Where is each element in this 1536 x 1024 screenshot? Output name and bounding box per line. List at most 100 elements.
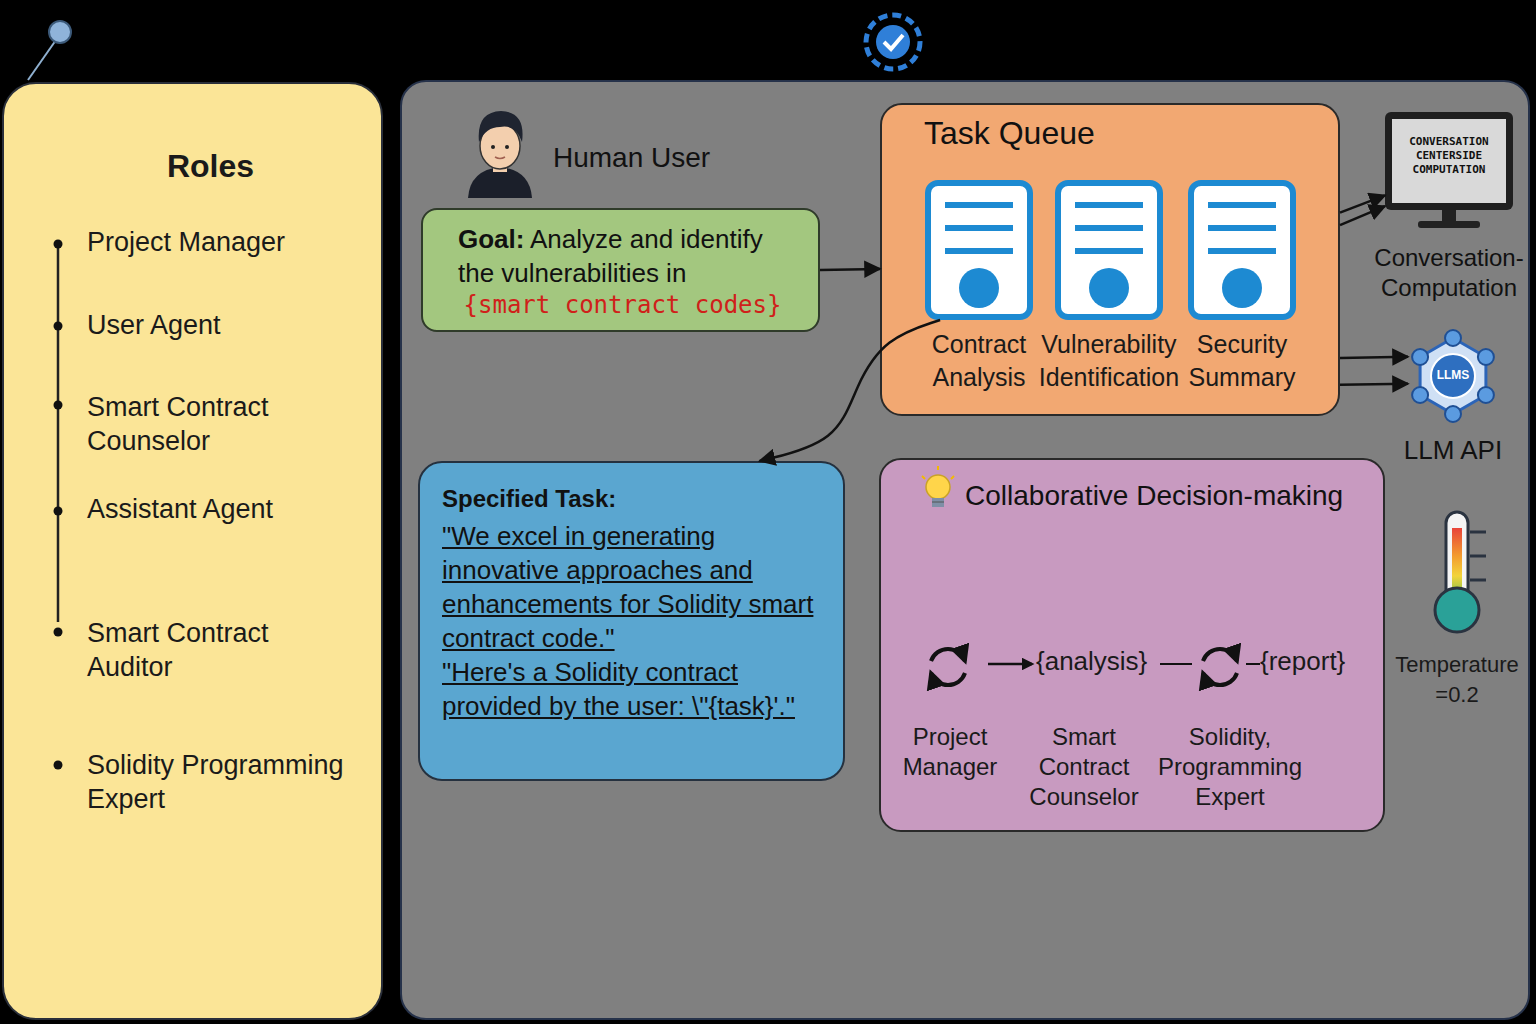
role-name: Smart Contract Counselor xyxy=(87,390,327,458)
document-outline xyxy=(1058,183,1160,317)
role-name: Smart Contract Auditor xyxy=(87,616,327,684)
cycle-icon xyxy=(1203,649,1237,661)
document-outline xyxy=(928,183,1030,317)
screen-text: CONVERSATION CENTERSIDE COMPUTATION xyxy=(1392,119,1506,203)
document-line xyxy=(1075,225,1143,231)
connector-arrow xyxy=(1340,206,1385,225)
person-icon xyxy=(491,145,495,149)
role-timeline xyxy=(54,507,63,516)
task-queue-box: Task QueueContract AnalysisVulnerability… xyxy=(880,103,1340,416)
document-line xyxy=(1208,202,1276,208)
person-icon xyxy=(493,162,507,172)
panel-heading: Roles xyxy=(20,148,401,185)
lightbulb-icon xyxy=(932,498,944,507)
document-line xyxy=(1208,225,1276,231)
lightbulb-icon xyxy=(922,466,954,507)
pin-icon xyxy=(28,21,71,80)
lightbulb-icon xyxy=(932,502,944,503)
document-dot xyxy=(1222,268,1262,308)
specified-task-box: Specified Task:"We excel in generating i… xyxy=(418,461,845,781)
workflow-panel: Human UserGoal:Analyze and identify the … xyxy=(400,80,1530,1020)
flow-arrow xyxy=(1246,663,1260,665)
role-timeline xyxy=(54,240,63,770)
thermometer-icon xyxy=(1435,588,1479,632)
monitor-stand xyxy=(1418,210,1480,228)
icon-label: Conversation-Computation xyxy=(1364,243,1534,303)
role-timeline xyxy=(54,761,63,770)
document-line xyxy=(1208,248,1276,254)
role-timeline xyxy=(54,322,63,331)
gear-check-icon xyxy=(884,35,903,49)
role-caption: Smart Contract Counselor xyxy=(1019,722,1149,812)
document-line xyxy=(945,202,1013,208)
cycle-icon xyxy=(931,673,965,685)
cycle-icon xyxy=(931,649,965,661)
gear-check-icon xyxy=(876,25,910,59)
task-document: Vulnerability Identification xyxy=(1055,180,1163,320)
lightbulb-icon xyxy=(922,476,925,479)
goal-box: Goal:Analyze and identify the vulnerabil… xyxy=(421,208,820,332)
flow-arrow xyxy=(988,664,1260,665)
person-icon xyxy=(468,167,532,198)
role-name: User Agent xyxy=(87,308,367,342)
icon-text: LLMS xyxy=(1429,368,1477,382)
task-document: Security Summary xyxy=(1188,180,1296,320)
hexagon-outline xyxy=(1420,338,1486,414)
thermometer-icon xyxy=(1470,555,1486,558)
monitor-stand xyxy=(1418,221,1480,228)
gear-check-icon xyxy=(866,15,920,69)
task-label: Security Summary xyxy=(1157,328,1327,394)
role-caption: Project Manager xyxy=(890,722,1010,782)
hexagon-vertex xyxy=(1445,406,1461,422)
person-icon xyxy=(480,123,520,169)
thermometer-icon xyxy=(1470,531,1486,534)
pin-icon xyxy=(28,40,56,80)
icon-label: LLM API xyxy=(1403,434,1503,467)
flow-arrow xyxy=(988,663,1032,666)
thermometer-icon xyxy=(1470,579,1486,582)
document-line xyxy=(1075,248,1143,254)
hexagon-vertex xyxy=(1412,387,1428,403)
thermometer-icon xyxy=(1446,512,1468,612)
monitor-screen: CONVERSATION CENTERSIDE COMPUTATIONConve… xyxy=(1385,112,1513,210)
hexagon-vertex xyxy=(1445,330,1461,346)
connector-arrow xyxy=(760,320,941,461)
role-timeline xyxy=(54,401,63,410)
thermometer-icon xyxy=(1435,512,1486,632)
person-icon xyxy=(468,111,532,198)
document-line xyxy=(945,248,1013,254)
task-document: Contract Analysis xyxy=(925,180,1033,320)
llm-hexagon: LLMSLLM API xyxy=(1408,328,1498,424)
hexagon-vertex xyxy=(1478,349,1494,365)
lightbulb-icon xyxy=(951,476,954,479)
role-name: Assistant Agent xyxy=(87,492,367,526)
person-icon xyxy=(495,157,505,159)
cycle-icon xyxy=(931,649,965,685)
box-heading: Specified Task: xyxy=(442,485,823,513)
document-icon xyxy=(1188,180,1296,320)
pin-icon xyxy=(49,21,71,43)
box-heading: Collaborative Decision-making xyxy=(965,480,1385,512)
person-icon xyxy=(479,111,523,142)
role-timeline xyxy=(57,244,60,622)
flow-arrow xyxy=(1160,663,1192,665)
connector-arrow xyxy=(820,269,880,270)
role-caption: Solidity, Programming Expert xyxy=(1150,722,1310,812)
person-icon xyxy=(505,145,509,149)
connector-arrow xyxy=(1340,195,1385,212)
document-dot xyxy=(959,268,999,308)
goal-placeholder: {smart contract codes} xyxy=(423,290,822,320)
parameter-label: Temperature =0.2 xyxy=(1382,650,1532,710)
data-token: {report} xyxy=(1260,646,1345,677)
cycle-icon xyxy=(1203,649,1237,685)
lightbulb-icon xyxy=(926,475,950,499)
gear-check-icon xyxy=(866,15,920,69)
task-label: Contract Analysis xyxy=(894,328,1064,394)
role-timeline xyxy=(54,240,63,249)
document-dot xyxy=(1089,268,1129,308)
role-name: Solidity Programming Expert xyxy=(87,748,372,816)
connector-arrow xyxy=(1340,384,1408,385)
document-outline xyxy=(1191,183,1293,317)
